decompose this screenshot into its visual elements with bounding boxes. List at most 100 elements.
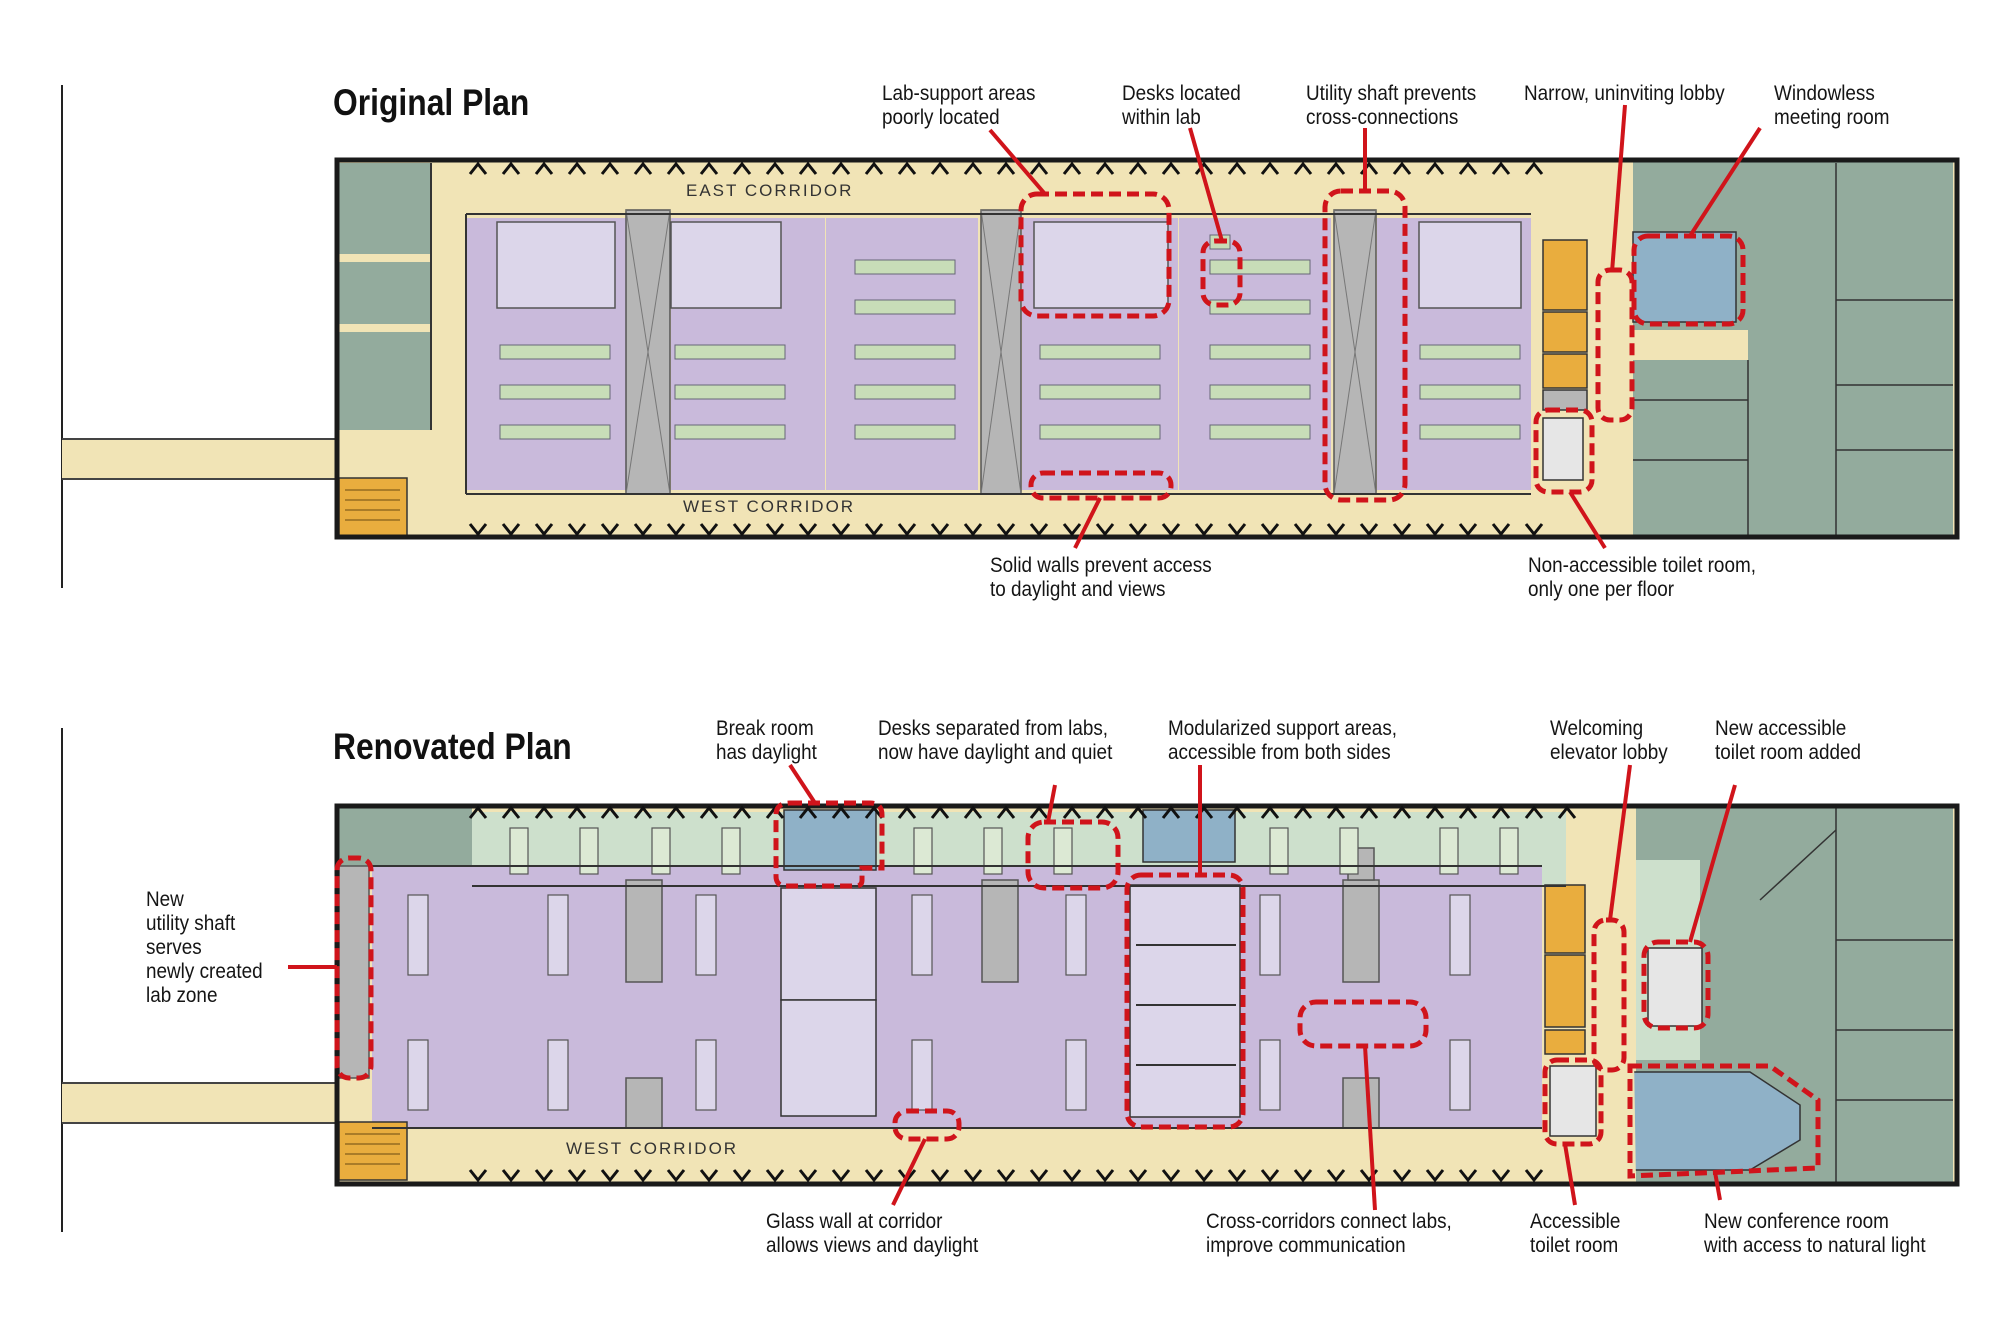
window-mullion [732,805,752,819]
window-mullion [1062,805,1082,819]
window-mullion [1095,161,1115,175]
break-room [1142,809,1236,863]
callout-new-conference: New conference room with access to natur… [1704,1210,1926,1257]
window-mullion [963,1169,983,1183]
lab-bench [1449,894,1471,976]
desk-module [1269,827,1289,875]
window-mullion [831,805,851,819]
lab-bench [1065,1039,1087,1111]
utility-shaft [981,879,1019,983]
callout-highlight [1533,407,1595,495]
window-mullion [633,805,653,819]
window-mullion [1128,1169,1148,1183]
exterior-wall [334,157,1960,540]
window-mullion [534,1169,554,1183]
window-mullion [1095,805,1115,819]
callout-highlight [892,1108,962,1142]
window-mullion [1194,1169,1214,1183]
window-mullion [831,161,851,175]
window-mullion [897,523,917,537]
callout-narrow-lobby: Narrow, uninviting lobby [1524,82,1725,105]
window-mullion [831,523,851,537]
office-room [339,332,431,430]
callout-modularized-support: Modularized support areas, accessible fr… [1168,717,1398,764]
window-mullion [864,523,884,537]
window-mullion [1128,805,1148,819]
window-mullion [1425,523,1445,537]
lab-support-room [780,887,877,1001]
toilet-room [1542,417,1584,481]
window-mullion [1425,161,1445,175]
window-mullion [1458,161,1478,175]
window-mullions [468,1169,1544,1183]
elevator [1544,1029,1586,1055]
callout-highlight [1297,999,1429,1049]
window-mullion [633,1169,653,1183]
window-mullion [1326,1169,1346,1183]
window-mullion [1260,161,1280,175]
west-corridor-label: WEST CORRIDOR [566,1139,738,1158]
window-mullion [864,805,884,819]
desk-module [1439,827,1459,875]
window-mullion [1062,1169,1082,1183]
window-mullion [732,161,752,175]
lab-support-room [1033,221,1169,309]
desk-module [983,827,1003,875]
callout-solid-walls: Solid walls prevent access to daylight a… [990,554,1212,601]
elevator [1544,954,1586,1028]
callout-highlight [1018,191,1172,319]
window-mullion [864,1169,884,1183]
window-mullion [501,523,521,537]
utility-shaft [1342,879,1380,983]
window-mullion [1062,523,1082,537]
callout-highlight [1025,819,1121,891]
window-mullion [600,161,620,175]
window-mullion [930,523,950,537]
window-mullion [963,805,983,819]
window-mullion [1524,805,1544,819]
window-mullion [699,805,719,819]
window-mullion [468,161,488,175]
callout-highlight [773,800,885,889]
window-mullion [1293,1169,1313,1183]
utility-shaft [625,879,663,983]
window-mullion [501,161,521,175]
window-mullion [930,1169,950,1183]
original-plan-title: Original Plan [333,82,530,123]
renovated-plan: WEST CORRIDOR [61,728,1960,1232]
utility-shaft [625,1077,663,1129]
elevator [1542,353,1588,389]
lab-bench [911,894,933,976]
office-room [339,262,431,324]
window-mullion [798,523,818,537]
desk-modules [509,827,1519,875]
desk-module [651,827,671,875]
window-mullion [666,161,686,175]
window-mullion [1062,161,1082,175]
window-mullion [534,523,554,537]
lab-bench [1065,894,1087,976]
window-mullion [1458,1169,1478,1183]
lab-support-room [1418,221,1522,309]
callout-cross-corridors: Cross-corridors connect labs, improve co… [1206,1210,1452,1257]
window-mullion [534,161,554,175]
window-mullion [765,523,785,537]
modular-support-area [1129,884,1241,1118]
window-mullion [963,161,983,175]
window-mullion [1491,161,1511,175]
window-mullion [1227,161,1247,175]
window-mullion [1557,805,1577,819]
window-mullion [1491,805,1511,819]
window-mullion [1491,523,1511,537]
window-mullion [567,161,587,175]
accessible-toilet-room [1549,1065,1597,1137]
west-corridor-label: WEST CORRIDOR [683,497,855,516]
window-mullion [1524,161,1544,175]
window-mullion [897,161,917,175]
window-mullion [1359,523,1379,537]
window-mullion [930,805,950,819]
window-mullion [765,161,785,175]
window-mullion [732,1169,752,1183]
window-mullion [1326,523,1346,537]
window-mullion [567,805,587,819]
